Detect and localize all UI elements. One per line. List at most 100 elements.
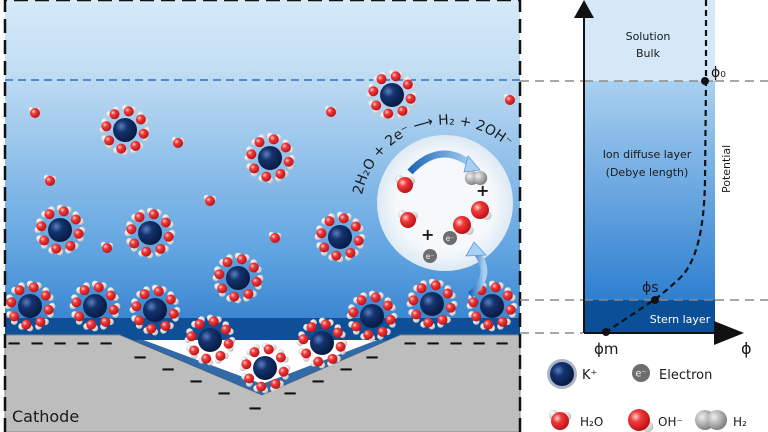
hydroxide-ion xyxy=(471,201,492,220)
electron: e⁻ xyxy=(632,364,650,382)
k-ion xyxy=(138,221,162,245)
phi-s-point xyxy=(651,296,659,304)
k-ion xyxy=(18,294,42,318)
k-ion xyxy=(360,304,384,328)
k-ion xyxy=(380,83,404,107)
negative-charge: − xyxy=(160,359,175,380)
hydrated-k-ion xyxy=(69,280,121,332)
cathode-label: Cathode xyxy=(12,407,79,426)
water-molecule xyxy=(324,105,338,117)
negative-charge: − xyxy=(402,333,417,354)
hydrated-k-ion xyxy=(296,317,348,369)
svg-text:e⁻: e⁻ xyxy=(446,234,455,243)
legend-water-label: H₂O xyxy=(580,415,603,429)
legend-electron-label: Electron xyxy=(659,368,712,383)
negative-charge: − xyxy=(425,333,440,354)
k-ion xyxy=(226,266,250,290)
hydrated-k-ion xyxy=(129,284,181,336)
water-molecule xyxy=(398,210,418,228)
svg-text:e⁻: e⁻ xyxy=(635,369,646,380)
negative-charge: − xyxy=(29,333,44,354)
legend-hydroxide-label: OH⁻ xyxy=(658,415,683,429)
negative-charge: − xyxy=(310,371,325,392)
phi-0-label: ϕ₀ xyxy=(711,65,726,81)
k-ion xyxy=(198,328,222,352)
plus-sign: + xyxy=(421,225,434,244)
y-axis-arrow-icon xyxy=(574,0,594,18)
hydrated-k-ion xyxy=(244,132,296,184)
water-molecule xyxy=(171,136,185,148)
electron: e⁻ xyxy=(443,231,457,245)
legend-k-ion-label: K⁺ xyxy=(582,368,597,383)
negative-charge: − xyxy=(188,371,203,392)
legend: e⁻ xyxy=(547,359,727,432)
region-bulk xyxy=(584,0,715,81)
k-ion xyxy=(143,298,167,322)
k-ion xyxy=(328,225,352,249)
region-stern xyxy=(584,300,715,333)
water-molecule xyxy=(203,194,217,206)
water-legend-icon xyxy=(548,409,572,430)
stern-label: Stern layer xyxy=(650,313,711,326)
hydrogen-molecule xyxy=(464,171,488,185)
negative-charge: − xyxy=(247,398,262,419)
diffuse-label: Ion diffuse layer xyxy=(603,148,692,161)
negative-charge: − xyxy=(75,333,90,354)
negative-charge: − xyxy=(6,333,21,354)
region-diffuse xyxy=(584,81,715,300)
negative-charge: − xyxy=(282,383,297,404)
solution-frame xyxy=(3,0,522,432)
negative-charge: − xyxy=(338,359,353,380)
phi-m-label: ϕm xyxy=(594,340,619,358)
svg-text:e⁻: e⁻ xyxy=(426,252,435,261)
hydrogen-molecule xyxy=(695,410,727,430)
x-axis-label: ϕ xyxy=(741,339,752,358)
negative-charge: − xyxy=(494,333,509,354)
plus-sign: + xyxy=(476,181,489,200)
negative-charge: − xyxy=(448,333,463,354)
diffuse-label: (Debye length) xyxy=(606,166,689,179)
negative-charge: − xyxy=(471,333,486,354)
hydrated-k-ion xyxy=(346,290,398,342)
legend-hydrogen-label: H₂ xyxy=(733,415,747,429)
k-ion xyxy=(48,218,72,242)
hydrated-k-ion xyxy=(466,280,518,332)
surface-charges: −−−−−−−−−−−−−−−−−−− xyxy=(6,333,509,419)
hydroxide-ion xyxy=(453,216,474,235)
negative-charge: − xyxy=(364,347,379,368)
x-axis-arrow-icon xyxy=(714,321,744,345)
hydrated-k-ion xyxy=(406,278,458,330)
k-ion xyxy=(480,294,504,318)
hydrated-k-ion xyxy=(212,252,264,304)
negative-charge: − xyxy=(52,333,67,354)
k-ion-legend-icon xyxy=(550,362,574,386)
negative-charge: − xyxy=(132,347,147,368)
electron: e⁻ xyxy=(423,249,437,263)
k-ion xyxy=(258,146,282,170)
phi-s-label: ϕs xyxy=(642,280,659,296)
negative-charge: − xyxy=(216,383,231,404)
hydroxide-ion xyxy=(628,409,654,432)
bulk-label: Bulk xyxy=(636,47,661,60)
hydrated-k-ion xyxy=(124,207,176,259)
k-ion xyxy=(310,331,334,355)
water-molecule xyxy=(43,174,57,186)
y-axis-label: Potential xyxy=(720,145,733,193)
water-molecule xyxy=(268,231,282,243)
reaction-arrow-icon xyxy=(407,150,475,175)
hydrated-k-ion xyxy=(4,280,56,332)
water-molecule xyxy=(100,241,114,253)
water-molecule xyxy=(395,175,415,193)
k-ion xyxy=(420,292,444,316)
hydrated-k-ion xyxy=(314,211,366,263)
hydrated-k-ion xyxy=(366,69,418,121)
hydrated-k-ion xyxy=(184,314,236,366)
reaction-bubble: + + e⁻ e⁻ xyxy=(377,135,513,298)
water-molecule xyxy=(503,93,517,105)
negative-charge: − xyxy=(98,333,113,354)
hydrated-k-ion xyxy=(239,342,291,394)
ions-and-molecules xyxy=(4,69,518,394)
k-ion xyxy=(113,118,137,142)
water-molecule xyxy=(28,106,42,118)
